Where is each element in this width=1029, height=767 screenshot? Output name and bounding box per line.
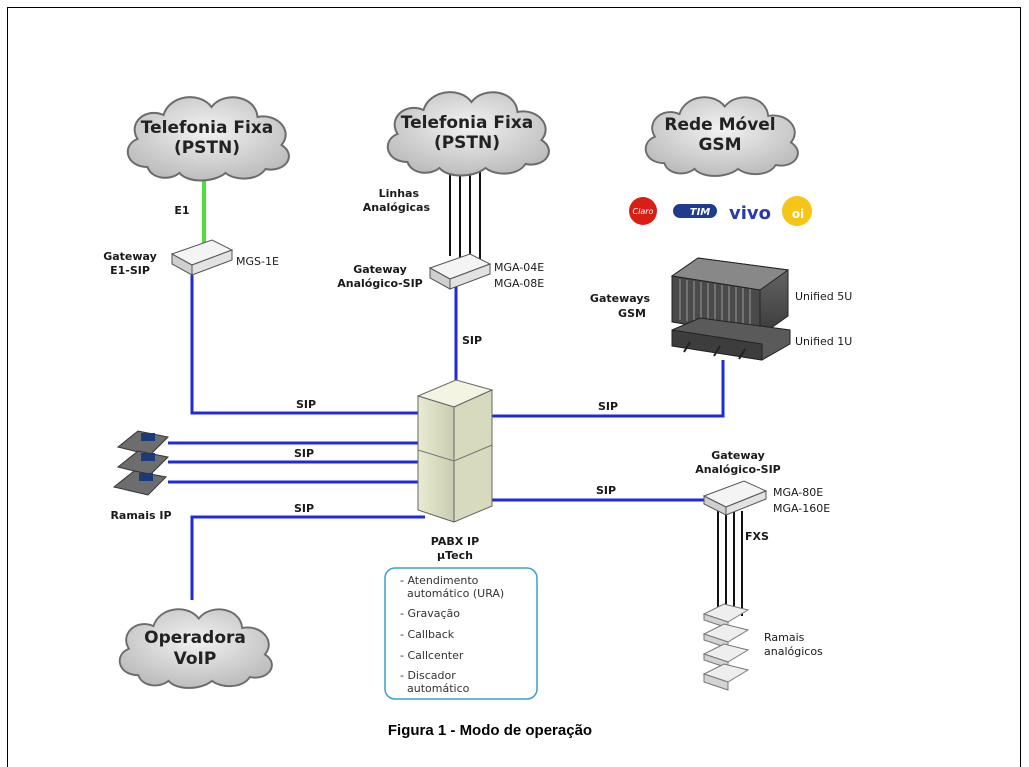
sip-phones-label: SIP — [294, 447, 314, 460]
svg-text:VoIP: VoIP — [174, 649, 217, 669]
pabx-label-2: µTech — [437, 549, 473, 562]
gw-analog-label-1: Gateway — [353, 263, 407, 276]
svg-text:Claro: Claro — [633, 207, 654, 216]
ip-phone-icon — [116, 450, 170, 476]
feature-item-4: - Callcenter — [400, 649, 464, 662]
gw-e1-label-2: E1-SIP — [110, 264, 150, 277]
mga08-label: MGA-08E — [494, 277, 544, 290]
ip-phones — [112, 430, 170, 496]
fxs-label: FXS — [745, 530, 769, 543]
analog-phone-icon — [702, 603, 750, 629]
linhas-label-2: Analógicas — [363, 201, 431, 214]
cloud-gsm: Rede Móvel GSM — [644, 96, 799, 177]
mga80-label: MGA-80E — [773, 486, 823, 499]
claro-logo: Claro — [629, 197, 657, 225]
figure-frame — [7, 7, 1021, 767]
sip-left-label: SIP — [296, 398, 316, 411]
svg-text:Telefonia Fixa: Telefonia Fixa — [141, 118, 274, 138]
sip-link-e1-gateway — [190, 272, 425, 415]
unified5u-label: Unified 5U — [795, 290, 852, 303]
gw2-label-2: Analógico-SIP — [695, 463, 780, 476]
svg-text:Operadora: Operadora — [144, 628, 246, 648]
svg-text:(PSTN): (PSTN) — [434, 133, 500, 153]
gw-analog-label-2: Analógico-SIP — [337, 277, 422, 290]
connection-lines — [168, 165, 743, 616]
svg-text:TIM: TIM — [690, 207, 711, 218]
oi-logo: oi — [782, 196, 812, 226]
mgs-label: MGS-1E — [236, 255, 279, 268]
tim-logo: TIM — [673, 204, 717, 218]
gw-gsm-label-2: GSM — [618, 307, 646, 320]
ip-phone-icon — [116, 430, 170, 456]
svg-text:(PSTN): (PSTN) — [174, 138, 240, 158]
sip-link-voip — [190, 515, 425, 600]
ramais-analog-label-2: analógicos — [764, 645, 823, 658]
pabx-tower — [416, 379, 494, 523]
features-list: - Atendimento automático (URA) - Gravaçã… — [400, 574, 504, 695]
unified1u-label: Unified 1U — [795, 335, 852, 348]
sip-center-label: SIP — [462, 334, 482, 347]
feature-item-3: - Callback — [400, 628, 455, 641]
features-box — [384, 567, 538, 700]
ip-phone-icon — [112, 470, 168, 496]
cloud-pstn-center: Telefonia Fixa (PSTN) — [386, 91, 550, 177]
sip-link-gsm-gateway — [490, 360, 725, 418]
carrier-logos: Claro TIM vivo oi — [629, 196, 812, 226]
feature-item-5b: automático — [407, 682, 470, 695]
e1-gateway-device — [170, 239, 234, 276]
e1-label: E1 — [174, 204, 189, 217]
sip-right-label: SIP — [598, 400, 618, 413]
feature-item-2: - Gravação — [400, 607, 460, 620]
cloud-voip: Operadora VoIP — [118, 608, 273, 689]
analog-gateway-device — [428, 253, 492, 290]
mga160-label: MGA-160E — [773, 502, 830, 515]
figure-caption: Figura 1 - Modo de operação — [388, 722, 592, 739]
analog-phones — [702, 603, 750, 691]
mga04-label: MGA-04E — [494, 261, 544, 274]
feature-item-1a: - Atendimento — [400, 574, 479, 587]
sip-gw2-label: SIP — [596, 484, 616, 497]
sip-voip-label: SIP — [294, 502, 314, 515]
gw-e1-label-1: Gateway — [103, 250, 157, 263]
ramais-analog-label-1: Ramais — [764, 631, 805, 644]
pabx-label-1: PABX IP — [431, 535, 479, 548]
svg-text:Rede Móvel: Rede Móvel — [664, 115, 775, 135]
svg-text:oi: oi — [792, 207, 804, 221]
gw-gsm-label-1: Gateways — [590, 292, 651, 305]
vivo-logo: vivo — [729, 203, 771, 224]
gw2-label-1: Gateway — [711, 449, 765, 462]
svg-text:GSM: GSM — [698, 135, 741, 155]
feature-item-1b: automático (URA) — [407, 587, 504, 600]
analog-gateway-2-device — [702, 480, 768, 516]
cloud-pstn-left: Telefonia Fixa (PSTN) — [126, 96, 290, 182]
gsm-gateway-rack — [670, 257, 791, 361]
linhas-label-1: Linhas — [379, 187, 420, 200]
svg-text:Telefonia Fixa: Telefonia Fixa — [401, 113, 534, 133]
feature-item-5a: - Discador — [400, 669, 456, 682]
ramais-ip-label: Ramais IP — [110, 509, 171, 522]
analog-phone-icon — [702, 663, 750, 691]
